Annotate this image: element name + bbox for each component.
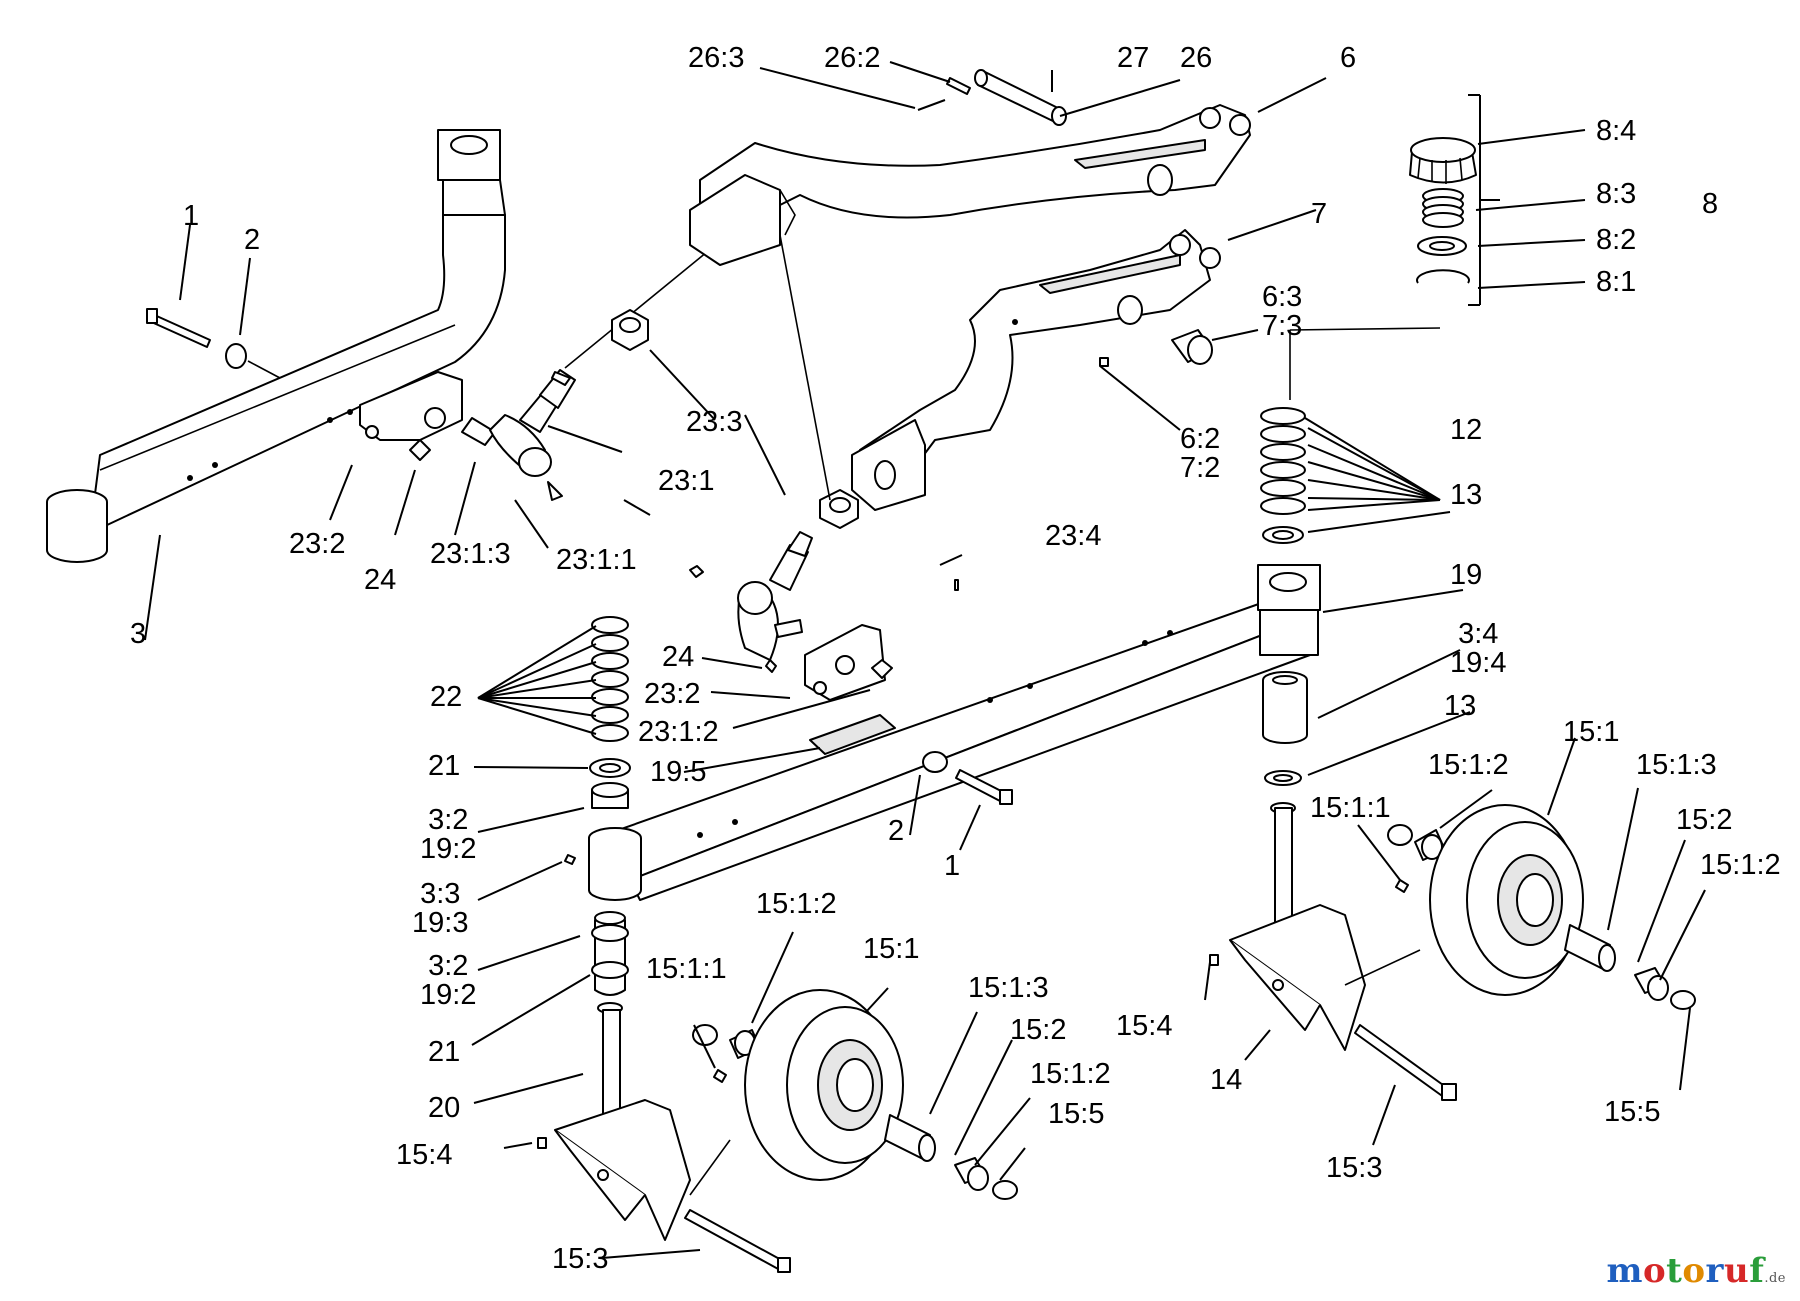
callout-3-2-19-2-lower: 3:2 19:2 — [420, 950, 477, 1011]
callout-15-1-1-left: 15:1:1 — [646, 953, 727, 985]
caster-fork-left — [537, 911, 791, 1273]
callout-15-1-3-right: 15:1:3 — [1636, 749, 1717, 781]
callout-15-3-right: 15:3 — [1326, 1152, 1383, 1184]
callout-15-1-2-b: 15:1:2 — [1030, 1058, 1111, 1090]
callout-8-4: 8:4 — [1596, 115, 1637, 147]
callout-8: 8 — [1702, 188, 1719, 220]
watermark-letter: f — [1749, 1251, 1765, 1291]
callout-8-2: 8:2 — [1596, 224, 1637, 256]
watermark-letter: o — [1642, 1251, 1667, 1291]
bolt-and-washer-right — [922, 751, 1013, 805]
callout-13-lower: 13 — [1444, 690, 1477, 722]
callout-7: 7 — [1311, 198, 1328, 230]
lower-arm — [851, 229, 1221, 511]
callout-24-lower: 24 — [662, 641, 695, 673]
upper-arm — [689, 104, 1251, 266]
callout-15-5-right: 15:5 — [1604, 1096, 1661, 1128]
watermark-suffix: .de — [1764, 1271, 1786, 1286]
callout-1-lower: 1 — [944, 850, 961, 882]
callout-24: 24 — [364, 564, 397, 596]
callout-6: 6 — [1340, 42, 1357, 74]
callout-6-3-7-3: 6:3 7:3 — [1262, 281, 1303, 342]
callout-21-upper: 21 — [428, 750, 461, 782]
cap-assembly — [1409, 94, 1500, 306]
watermark-letter: o — [1682, 1251, 1706, 1291]
callout-26: 26 — [1180, 42, 1213, 74]
callout-23-1-3: 23:1:3 — [430, 538, 511, 570]
watermark-text: motoruf — [1606, 1251, 1764, 1291]
axle-arm-left — [46, 129, 506, 563]
spring-stack-left — [589, 616, 631, 809]
watermark-letter: m — [1606, 1251, 1643, 1291]
leader-lines — [144, 61, 1706, 1259]
callout-3-3-19-3: 3:3 19:3 — [412, 878, 469, 939]
callout-3-4-19-4: 3:4 19:4 — [1450, 618, 1507, 679]
callout-23-3: 23:3 — [686, 406, 743, 438]
callout-26-2: 26:2 — [824, 42, 881, 74]
callout-12: 12 — [1450, 414, 1483, 446]
callout-27: 27 — [1117, 42, 1150, 74]
connector-rod-parts — [611, 234, 859, 529]
spring-stack-right — [1260, 327, 1441, 544]
tie-rod-end-left — [359, 224, 741, 501]
callout-14: 14 — [1210, 1064, 1243, 1096]
callout-15-5-left: 15:5 — [1048, 1098, 1105, 1130]
callout-23-2-lower: 23:2 — [644, 678, 701, 710]
callout-15-3-left: 15:3 — [552, 1243, 609, 1275]
callout-15-1-3-left: 15:1:3 — [968, 972, 1049, 1004]
callout-3: 3 — [130, 618, 147, 650]
callout-23-1: 23:1 — [658, 465, 715, 497]
callout-23-4: 23:4 — [1045, 520, 1102, 552]
callout-15-1-1-right: 15:1:1 — [1310, 792, 1391, 824]
caster-wheel-right — [1344, 804, 1696, 1010]
watermark-letter: r — [1705, 1251, 1724, 1291]
callout-23-2: 23:2 — [289, 528, 346, 560]
front-axle — [564, 564, 1321, 901]
callout-2: 2 — [244, 224, 261, 256]
callout-6-2-7-2: 6:2 7:2 — [1180, 423, 1221, 484]
watermark-letter: t — [1666, 1251, 1683, 1291]
callout-26-3: 26:3 — [688, 42, 745, 74]
callout-22: 22 — [430, 681, 463, 713]
callout-19: 19 — [1450, 559, 1483, 591]
callout-15-2-right: 15:2 — [1676, 804, 1733, 836]
kingpin-bearing — [1262, 671, 1308, 786]
caster-fork-right — [1209, 802, 1457, 1101]
callout-15-1-2-c: 15:1:2 — [1428, 749, 1509, 781]
tie-rod-end-right — [689, 531, 959, 701]
watermark-letter: u — [1723, 1251, 1750, 1291]
callout-8-1: 8:1 — [1596, 266, 1637, 298]
callout-21-lower: 21 — [428, 1036, 461, 1068]
callout-15-1-2-a: 15:1:2 — [756, 888, 837, 920]
callout-19-5: 19:5 — [650, 756, 707, 788]
callout-15-2-left: 15:2 — [1010, 1014, 1067, 1046]
pivot-pin — [917, 69, 1067, 126]
callout-15-4-left: 15:4 — [396, 1139, 453, 1171]
bolt-and-washer-left — [146, 308, 281, 379]
callout-23-1-2: 23:1:2 — [638, 716, 719, 748]
callout-23-1-1: 23:1:1 — [556, 544, 637, 576]
callout-8-3: 8:3 — [1596, 178, 1637, 210]
callout-15-1-left: 15:1 — [863, 933, 920, 965]
callout-15-1-right: 15:1 — [1563, 716, 1620, 748]
callout-1: 1 — [183, 200, 200, 232]
caster-wheel-left — [689, 989, 1018, 1200]
callout-3-2-19-2-upper: 3:2 19:2 — [420, 804, 477, 865]
callout-20: 20 — [428, 1092, 461, 1124]
callout-15-1-2-d: 15:1:2 — [1700, 849, 1781, 881]
bushing-and-screw-upper — [1099, 329, 1213, 367]
callout-2-lower: 2 — [888, 815, 905, 847]
callout-13-upper: 13 — [1450, 479, 1483, 511]
callout-15-4-right: 15:4 — [1116, 1010, 1173, 1042]
watermark-logo: motoruf.de — [1606, 1251, 1786, 1291]
